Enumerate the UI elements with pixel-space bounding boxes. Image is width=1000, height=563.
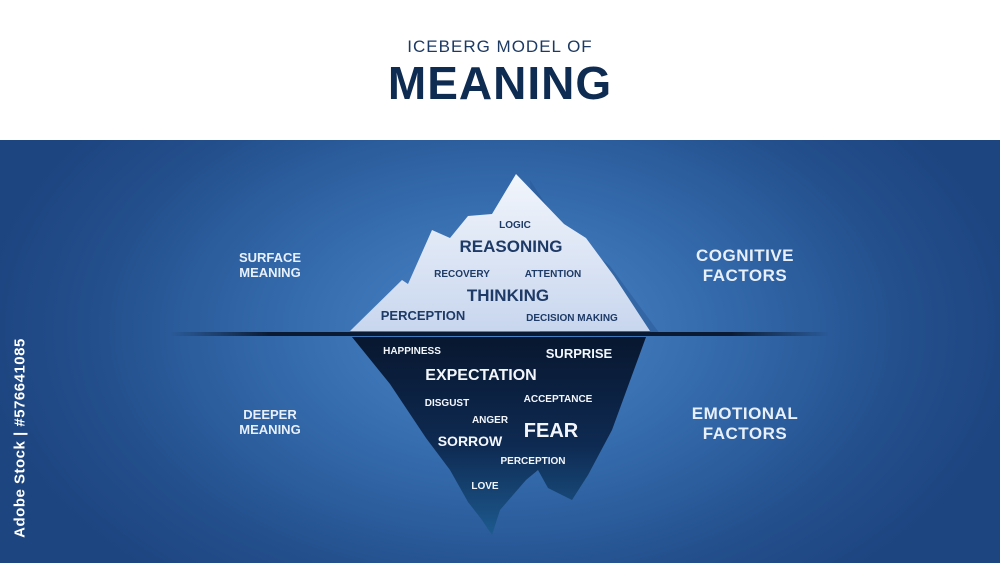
word-decision-making: DECISION MAKING — [526, 313, 618, 324]
header: ICEBERG MODEL OF MEANING — [0, 0, 1000, 140]
word-sorrow: SORROW — [438, 433, 503, 449]
word-anger: ANGER — [472, 415, 509, 426]
label-deeper-meaning: DEEPER MEANING — [239, 407, 301, 437]
word-surprise: SURPRISE — [546, 346, 613, 361]
label-emotional-factors: EMOTIONAL FACTORS — [691, 404, 799, 443]
word-disgust: DISGUST — [425, 398, 469, 409]
word-recovery: RECOVERY — [434, 269, 490, 280]
word-fear: FEAR — [524, 420, 579, 442]
word-logic: LOGIC — [499, 220, 531, 231]
stock-watermark: Adobe Stock | #576641085 — [8, 325, 32, 550]
page-subtitle: ICEBERG MODEL OF — [407, 37, 593, 56]
word-love: LOVE — [471, 481, 499, 492]
word-thinking: THINKING — [467, 286, 549, 305]
iceberg-top — [350, 174, 650, 331]
waterline — [170, 332, 830, 336]
stock-watermark-text: Adobe Stock | #576641085 — [11, 337, 29, 538]
word-perception-bottom: PERCEPTION — [500, 456, 565, 467]
word-happiness: HAPPINESS — [383, 346, 441, 357]
page-title: MEANING — [387, 57, 613, 109]
label-surface-meaning: SURFACE MEANING — [238, 250, 302, 280]
word-reasoning: REASONING — [460, 237, 563, 256]
word-expectation: EXPECTATION — [425, 367, 536, 384]
word-perception-top: PERCEPTION — [381, 308, 466, 323]
iceberg-bottom — [352, 337, 646, 535]
word-attention: ATTENTION — [525, 269, 581, 280]
word-acceptance: ACCEPTANCE — [524, 394, 593, 405]
label-cognitive-factors: COGNITIVE FACTORS — [695, 246, 794, 285]
